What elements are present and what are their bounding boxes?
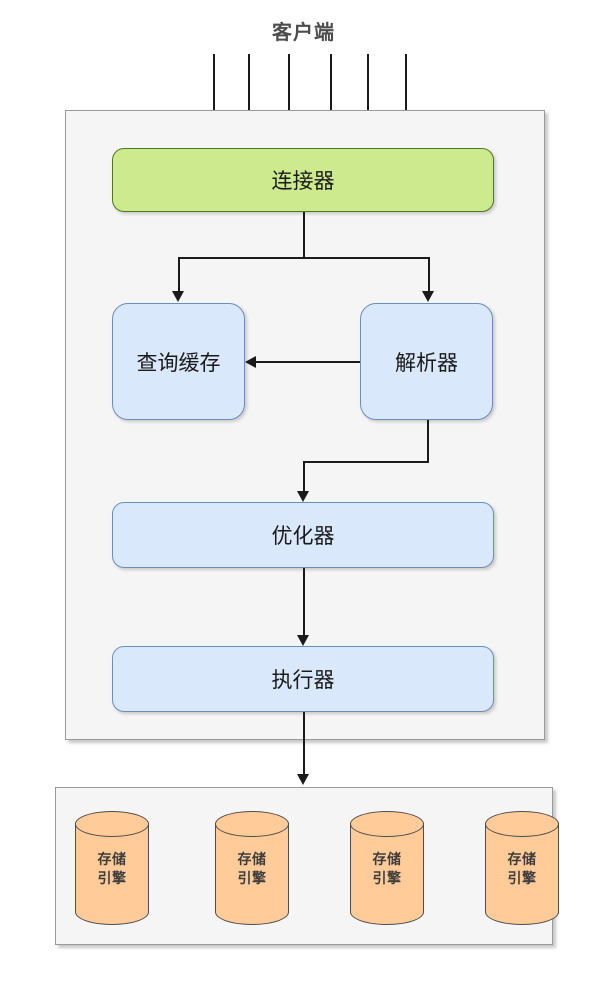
parser-to-optimizer-arrowhead — [297, 491, 309, 502]
node-connector[interactable]: 连接器 — [112, 148, 494, 212]
node-parser[interactable]: 解析器 — [360, 303, 493, 420]
storage-engine-cylinder-3[interactable]: 存储 引擎 — [350, 811, 424, 925]
fork-left-drop-line — [178, 257, 180, 291]
cylinder-body — [215, 823, 289, 925]
storage-engine-cylinder-2[interactable]: 存储 引擎 — [215, 811, 289, 925]
storage-engine-label-line1: 存储 — [97, 852, 127, 868]
page-title: 客户端 — [272, 20, 335, 44]
fork-right-drop-line — [428, 257, 430, 291]
parser-to-cache-line — [256, 361, 360, 363]
cylinder-body — [350, 823, 424, 925]
storage-engine-label-line2: 引擎 — [372, 871, 402, 887]
cylinder-top-ellipse — [350, 811, 424, 837]
node-connector-label: 连接器 — [271, 169, 335, 193]
storage-engine-label-3: 存储 引擎 — [350, 851, 424, 889]
storage-engine-label-line2: 引擎 — [507, 871, 537, 887]
node-parser-label: 解析器 — [395, 350, 458, 375]
node-optimizer[interactable]: 优化器 — [112, 502, 494, 568]
node-query-cache[interactable]: 查询缓存 — [112, 303, 245, 420]
parser-to-cache-arrowhead — [245, 356, 256, 368]
cylinder-body — [75, 823, 149, 925]
node-executor[interactable]: 执行器 — [112, 646, 494, 712]
storage-engine-label-line1: 存储 — [237, 852, 267, 868]
fork-stem-line — [303, 212, 305, 258]
client-connection-line-2 — [248, 54, 250, 134]
storage-engine-label-line1: 存储 — [372, 852, 402, 868]
client-connection-line-3 — [288, 54, 290, 134]
storage-engine-label-line2: 引擎 — [97, 871, 127, 887]
storage-engine-label-2: 存储 引擎 — [215, 851, 289, 889]
parser-to-optimizer-drop-line — [303, 461, 305, 491]
parser-to-optimizer-down-line — [427, 420, 429, 462]
fork-right-arrowhead — [422, 291, 434, 302]
client-connection-line-5 — [367, 54, 369, 134]
storage-engine-label-line1: 存储 — [507, 852, 537, 868]
fork-bar-line — [178, 257, 428, 259]
node-query-cache-label: 查询缓存 — [136, 350, 221, 375]
storage-engine-cylinder-4[interactable]: 存储 引擎 — [485, 811, 559, 925]
node-optimizer-label: 优化器 — [271, 524, 335, 548]
cylinder-top-ellipse — [485, 811, 559, 837]
client-connection-line-4 — [330, 54, 332, 134]
parser-to-optimizer-across-line — [303, 461, 429, 463]
storage-engine-label-line2: 引擎 — [237, 871, 267, 887]
cylinder-body — [485, 823, 559, 925]
executor-to-storage-arrowhead — [297, 774, 309, 785]
storage-engine-cylinder-1[interactable]: 存储 引擎 — [75, 811, 149, 925]
node-executor-label: 执行器 — [271, 668, 335, 692]
storage-engine-label-4: 存储 引擎 — [485, 851, 559, 889]
client-connection-line-1 — [213, 54, 215, 134]
client-connection-line-6 — [405, 54, 407, 134]
optimizer-to-executor-line — [303, 568, 305, 635]
fork-left-arrowhead — [172, 291, 184, 302]
executor-to-storage-line — [303, 712, 305, 774]
storage-engine-label-1: 存储 引擎 — [75, 851, 149, 889]
cylinder-top-ellipse — [75, 811, 149, 837]
cylinder-top-ellipse — [215, 811, 289, 837]
optimizer-to-executor-arrowhead — [297, 635, 309, 646]
